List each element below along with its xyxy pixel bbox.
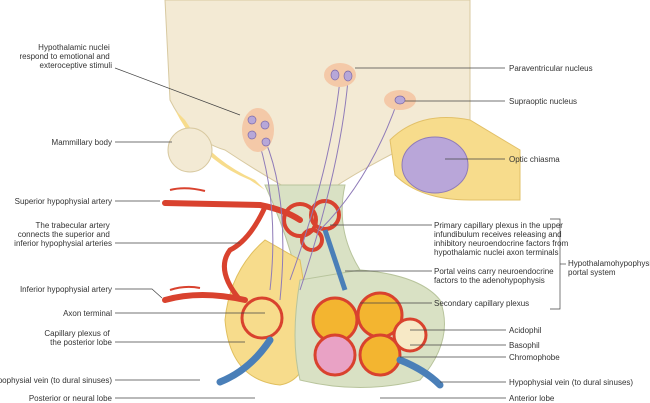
label-secondary-plexus: Secondary capillary plexus [434,299,529,308]
label-superior-artery: Superior hypophysial artery [15,197,112,206]
label-acidophil: Acidophil [509,326,542,335]
label-posterior-lobe: Posterior or neural lobe [29,394,113,403]
label-basophil: Basophil [509,341,540,350]
leader-lines [114,67,566,399]
label-portal-system: Hypothalamohypophysial portal system [568,259,650,277]
mammillary-body [167,127,213,173]
label-inferior-artery: Inferior hypophysial artery [20,285,112,294]
left-labels: Hypothalamic nuclei respond to emotional… [0,43,113,403]
label-mammillary-body: Mammillary body [52,138,112,147]
label-optic-chiasma: Optic chiasma [509,155,560,164]
anterior-cell-clusters [311,291,428,377]
posterior-capillary-plexus [240,296,284,340]
label-anterior-lobe: Anterior lobe [509,394,555,403]
trabecular-artery [221,205,268,302]
label-axon-terminal: Axon terminal [63,309,112,318]
label-capillary-posterior: Capillary plexus of the posterior lobe [44,329,112,347]
label-paraventricular: Paraventricular nucleus [509,64,593,73]
portal-veins [322,229,348,291]
hypophysial-vein-right [396,356,444,389]
label-supraoptic: Supraoptic nucleus [509,97,577,106]
primary-capillary-plexus [282,199,341,252]
hypophysial-vein-left [216,336,274,386]
flow-arrow-inferior [169,285,201,291]
label-portal-veins: Portal veins carry neuroendocrine factor… [434,267,556,285]
label-chromophobe: Chromophobe [509,353,560,362]
label-primary-plexus: Primary capillary plexus in the upper in… [434,221,571,257]
superior-hypophysial-artery [162,200,303,223]
flow-arrow-superior [169,187,206,192]
third-ventricle-edge [175,110,265,190]
inferior-hypophysial-artery [162,292,248,303]
hypothalamic-nuclei [242,63,416,152]
label-trabecular-artery: The trabecular artery connects the super… [14,221,112,248]
optic-chiasma [401,136,469,194]
label-vein-right: Hypophysial vein (to dural sinuses) [509,378,633,387]
right-labels: Paraventricular nucleus Supraoptic nucle… [434,64,650,403]
label-hypothalamic-nuclei: Hypothalamic nuclei respond to emotional… [19,43,112,70]
label-vein-left: Hypophysial vein (to dural sinuses) [0,376,112,385]
